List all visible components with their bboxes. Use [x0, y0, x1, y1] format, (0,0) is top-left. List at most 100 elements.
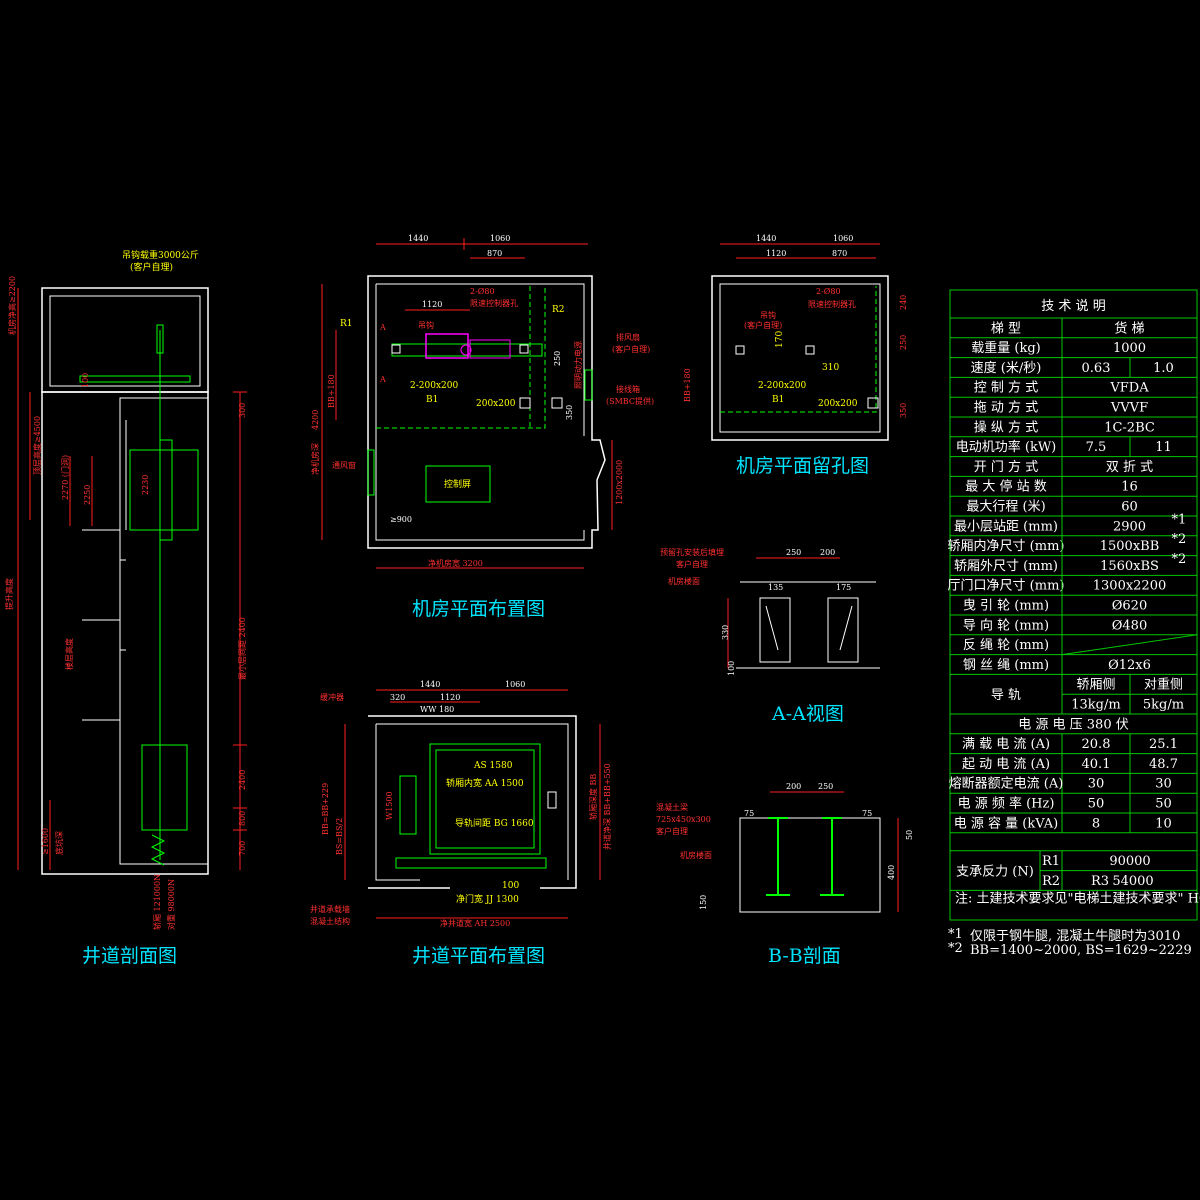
svg-text:BS=BS/2: BS=BS/2 — [335, 818, 344, 855]
rail-label: 导 轨 — [991, 688, 1021, 703]
spec-label: 钢 丝 绳 (mm) — [963, 658, 1049, 673]
svg-text:W1500: W1500 — [385, 791, 394, 820]
svg-text:2-200x200: 2-200x200 — [410, 381, 458, 391]
spec-value: 1000 — [1113, 341, 1146, 356]
machine-room-holes: 1440 1060 1120 870 2-Ø80 限速控制器孔 吊钩 (客户自理… — [683, 234, 908, 477]
spec-value: 0.63 — [1082, 361, 1111, 376]
svg-text:75: 75 — [744, 809, 754, 818]
svg-text:1060: 1060 — [490, 234, 510, 243]
title-machine-room-holes: 机房平面留孔图 — [736, 455, 869, 477]
spec-value: 7.5 — [1086, 440, 1107, 455]
r2-prefix: R3 — [1091, 874, 1109, 889]
spec-label: 电动机功率 (kW) — [956, 439, 1057, 455]
svg-text:150: 150 — [699, 895, 708, 910]
svg-text:预留孔安装后填埋: 预留孔安装后填埋 — [660, 547, 724, 557]
r1-label: R1 — [1042, 854, 1060, 869]
spec-value: 16 — [1121, 480, 1138, 495]
svg-text:1200x2000: 1200x2000 — [615, 460, 624, 505]
spec-value: 11 — [1155, 440, 1172, 455]
svg-text:控制屏: 控制屏 — [444, 478, 471, 490]
svg-text:轿厢深度 BB: 轿厢深度 BB — [588, 774, 598, 820]
bb-section: 混凝土梁 725x450x300 客户自理 机房楼面 200 250 75 75… — [656, 782, 914, 967]
traction-machine — [425, 333, 469, 359]
svg-text:200x200: 200x200 — [818, 399, 858, 409]
svg-text:混凝土结构: 混凝土结构 — [310, 916, 350, 926]
svg-text:175: 175 — [836, 583, 851, 592]
svg-text:1120: 1120 — [440, 693, 460, 702]
spec-value: 60 — [1121, 499, 1138, 514]
svg-text:300: 300 — [238, 403, 247, 418]
svg-text:1440: 1440 — [408, 234, 428, 243]
svg-text:B1: B1 — [426, 395, 438, 405]
svg-text:100: 100 — [727, 661, 736, 676]
svg-text:机房楼面: 机房楼面 — [668, 576, 700, 586]
svg-text:排风扇: 排风扇 — [616, 332, 640, 342]
svg-text:250: 250 — [553, 351, 562, 366]
svg-text:R1: R1 — [340, 319, 353, 329]
svg-text:2-Ø80: 2-Ø80 — [470, 287, 495, 296]
elec-value: 30 — [1088, 777, 1105, 792]
elec-label: 起 动 电 流 (A) — [962, 757, 1050, 772]
spec-value: 双 折 式 — [1106, 460, 1153, 475]
elec-value: 20.8 — [1082, 737, 1111, 752]
spec-label: 速度 (米/秒) — [971, 360, 1042, 376]
r1-value: 90000 — [1109, 854, 1150, 869]
r2-value: 54000 — [1112, 874, 1153, 889]
title-bb-section: B-B剖面 — [768, 945, 841, 967]
shaft-section: 吊钩载重3000公斤 (客户自理) 机房净高≥2200 顶层高度≥4500 22… — [4, 249, 247, 967]
spec-value: Ø620 — [1112, 598, 1147, 613]
elec-value: 25.1 — [1149, 737, 1178, 752]
svg-text:井道净深 BB+BB+550: 井道净深 BB+BB+550 — [602, 763, 612, 850]
elec-label: 满 载 电 流 (A) — [962, 737, 1050, 752]
svg-text:870: 870 — [487, 249, 502, 258]
svg-text:100: 100 — [502, 881, 519, 891]
buffer-spring — [150, 834, 166, 866]
svg-text:250: 250 — [818, 782, 833, 791]
reaction-label: 支承反力 (N) — [956, 865, 1034, 880]
svg-text:330: 330 — [721, 625, 730, 640]
svg-text:725x450x300: 725x450x300 — [656, 815, 711, 824]
svg-text:1120: 1120 — [766, 249, 786, 258]
svg-text:照明动力电源: 照明动力电源 — [573, 341, 583, 389]
spec-label: 轿厢外尺寸 (mm) — [954, 559, 1058, 574]
svg-text:200x200: 200x200 — [476, 399, 516, 409]
spec-label: 梯 型 — [991, 321, 1021, 336]
spec-sup: *1 — [1172, 512, 1187, 527]
spec-value: 1560xBS — [1100, 559, 1159, 574]
svg-text:800: 800 — [238, 811, 247, 826]
svg-text:客户自理: 客户自理 — [676, 559, 708, 569]
spec-value: VFDA — [1109, 381, 1149, 396]
aa-view: 预留孔安装后填埋 客户自理 机房楼面 250 200 135 175 330 1… — [660, 547, 880, 725]
svg-text:400: 400 — [887, 865, 896, 880]
spec-label: 载重量 (kg) — [971, 340, 1040, 356]
spec-label: 开 门 方 式 — [974, 459, 1038, 475]
svg-text:净井道宽 AH 2500: 净井道宽 AH 2500 — [440, 918, 510, 928]
spec-label: 操 纵 方 式 — [974, 419, 1038, 435]
svg-text:对重 98000N: 对重 98000N — [166, 879, 176, 930]
elec-value: 10 — [1155, 816, 1172, 831]
svg-text:(客户自理): (客户自理) — [130, 261, 173, 273]
svg-text:BB=BB+229: BB=BB+229 — [321, 783, 330, 835]
spec-label: 拖 动 方 式 — [974, 399, 1038, 415]
svg-text:AS 1580: AS 1580 — [473, 761, 513, 771]
svg-text:1440: 1440 — [756, 234, 776, 243]
svg-text:1120: 1120 — [422, 300, 442, 309]
spec-label: 控 制 方 式 — [974, 380, 1038, 396]
svg-text:1060: 1060 — [505, 680, 525, 689]
rail-h1: 轿厢侧 — [1076, 678, 1115, 693]
power-header: 电 源 电 压 380 伏 — [1018, 717, 1128, 732]
rail-v2: 5kg/m — [1143, 697, 1184, 712]
elec-label: 电 源 频 率 (Hz) — [958, 795, 1055, 811]
svg-text:限速控制器孔: 限速控制器孔 — [808, 299, 856, 309]
svg-text:50: 50 — [905, 830, 914, 840]
footnote-mark: *2 — [948, 941, 963, 956]
svg-text:(SMBC提供): (SMBC提供) — [606, 396, 654, 406]
spec-value: VVVF — [1110, 400, 1148, 415]
svg-text:2230: 2230 — [141, 475, 150, 495]
svg-text:接线箱: 接线箱 — [616, 384, 640, 394]
svg-text:(客户自理): (客户自理) — [744, 320, 782, 330]
elec-value: 48.7 — [1149, 757, 1178, 772]
svg-text:350: 350 — [565, 405, 574, 420]
spec-value: 1C-2BC — [1104, 420, 1155, 435]
